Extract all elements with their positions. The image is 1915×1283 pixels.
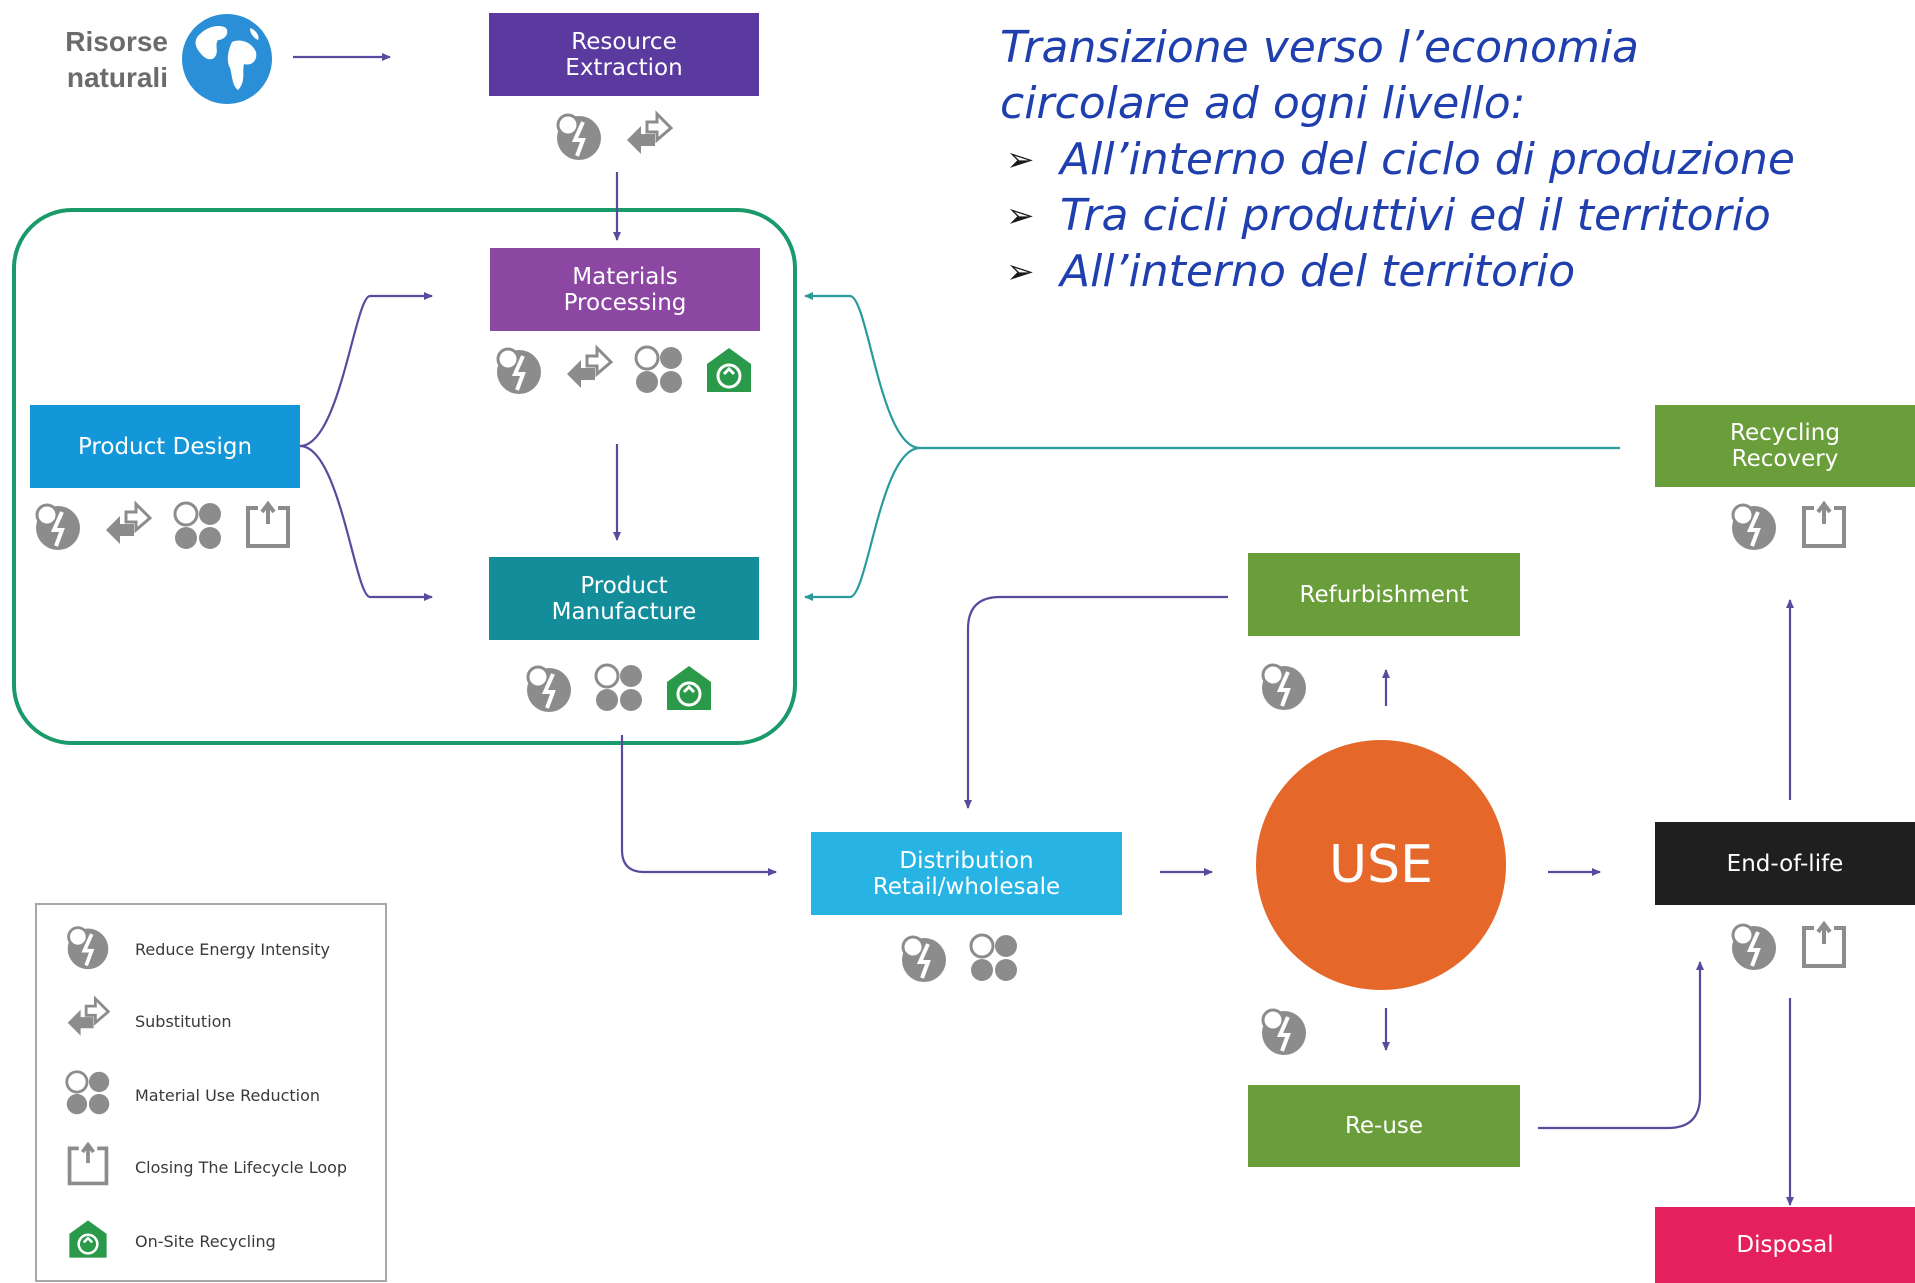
material-reduction-icon bbox=[633, 344, 685, 401]
reduce-energy-icon bbox=[1728, 920, 1780, 977]
reduce-energy-icon bbox=[1258, 660, 1310, 717]
arrow-manufacture-to-distribution bbox=[620, 735, 777, 876]
reduce-energy-icon bbox=[553, 110, 605, 167]
reduce-energy-icon bbox=[1258, 1005, 1310, 1062]
material-reduction-icon bbox=[64, 1069, 112, 1122]
closing-loop-icon bbox=[64, 1141, 112, 1194]
icons-materials-processing bbox=[493, 344, 773, 401]
production-cycle-frame bbox=[12, 208, 797, 745]
arrow-recycling-to-processing bbox=[804, 292, 921, 450]
headline-line2: circolare ad ogni livello: bbox=[1000, 78, 1526, 129]
legend-label: On-Site Recycling bbox=[135, 1232, 276, 1251]
onsite-recycling-icon bbox=[663, 662, 715, 719]
material-reduction-icon bbox=[172, 500, 224, 557]
arrow-refurbishment-to-distribution bbox=[964, 595, 1228, 809]
legend-item: Reduce Energy Intensity bbox=[57, 923, 330, 976]
stage-materials-processing: Materials Processing bbox=[490, 248, 760, 331]
stage-distribution: Distribution Retail/wholesale bbox=[811, 832, 1122, 915]
stage-end-of-life: End-of-life bbox=[1655, 822, 1915, 905]
legend-item: On-Site Recycling bbox=[57, 1217, 276, 1266]
natural-resources-line1: Risorse bbox=[65, 26, 168, 57]
arrow-design-to-processing bbox=[299, 292, 433, 448]
legend-label: Reduce Energy Intensity bbox=[135, 940, 331, 959]
reduce-energy-icon bbox=[32, 500, 84, 557]
icons-end-of-life bbox=[1728, 920, 1868, 977]
substitution-icon bbox=[623, 110, 675, 167]
stage-refurbishment: Refurbishment bbox=[1248, 553, 1520, 636]
headline-bullet: Tra cicli produttivi ed il territorio bbox=[1000, 188, 1910, 244]
headline: Transizione verso l’economia circolare a… bbox=[1000, 20, 1910, 300]
stage-recycling-recovery: Recycling Recovery bbox=[1655, 405, 1915, 487]
globe-icon bbox=[182, 14, 272, 104]
substitution-icon bbox=[102, 500, 154, 557]
headline-line1: Transizione verso l’economia bbox=[1000, 22, 1640, 73]
stage-use: USE bbox=[1256, 740, 1506, 990]
reduce-energy-icon bbox=[523, 662, 575, 719]
material-reduction-icon bbox=[593, 662, 645, 719]
icons-re-use bbox=[1258, 1005, 1328, 1062]
closing-loop-icon bbox=[242, 500, 294, 557]
legend-item: Closing The Lifecycle Loop bbox=[57, 1141, 347, 1194]
icons-resource-extraction bbox=[553, 110, 693, 167]
icons-product-manufacture bbox=[523, 662, 733, 719]
reduce-energy-icon bbox=[898, 932, 950, 989]
material-reduction-icon bbox=[968, 932, 1020, 989]
onsite-recycling-icon bbox=[703, 344, 755, 401]
stage-resource-extraction: Resource Extraction bbox=[489, 13, 759, 96]
stage-product-manufacture: Product Manufacture bbox=[489, 557, 759, 640]
onsite-recycling-icon bbox=[66, 1217, 110, 1266]
reduce-energy-icon bbox=[493, 344, 545, 401]
icons-distribution bbox=[898, 932, 1038, 989]
reduce-energy-icon bbox=[64, 923, 112, 976]
arrow-recycling-to-manufacture bbox=[804, 446, 921, 601]
arrow-design-to-manufacture bbox=[299, 444, 433, 601]
arrow-reuse-to-end-of-life bbox=[1538, 961, 1704, 1130]
headline-bullet: All’interno del territorio bbox=[1000, 244, 1910, 300]
natural-resources-label: Risorse naturali bbox=[40, 24, 168, 96]
legend-label: Material Use Reduction bbox=[135, 1086, 321, 1105]
closing-loop-icon bbox=[1798, 500, 1850, 557]
legend-item: Material Use Reduction bbox=[57, 1069, 320, 1122]
substitution-icon bbox=[563, 344, 615, 401]
icons-recycling-recovery bbox=[1728, 500, 1868, 557]
headline-bullets: All’interno del ciclo di produzione Tra … bbox=[1000, 132, 1910, 300]
stage-re-use: Re-use bbox=[1248, 1085, 1520, 1167]
stage-product-design: Product Design bbox=[30, 405, 300, 488]
icons-refurbishment bbox=[1258, 660, 1328, 717]
substitution-icon bbox=[64, 995, 112, 1048]
legend: Reduce Energy Intensity Substitution Mat… bbox=[35, 903, 387, 1282]
reduce-energy-icon bbox=[1728, 500, 1780, 557]
natural-resources-line2: naturali bbox=[66, 62, 168, 93]
legend-label: Substitution bbox=[135, 1012, 232, 1031]
icons-product-design bbox=[32, 500, 312, 557]
closing-loop-icon bbox=[1798, 920, 1850, 977]
legend-item: Substitution bbox=[57, 995, 232, 1048]
headline-bullet: All’interno del ciclo di produzione bbox=[1000, 132, 1910, 188]
stage-disposal: Disposal bbox=[1655, 1207, 1915, 1283]
legend-label: Closing The Lifecycle Loop bbox=[135, 1158, 348, 1177]
